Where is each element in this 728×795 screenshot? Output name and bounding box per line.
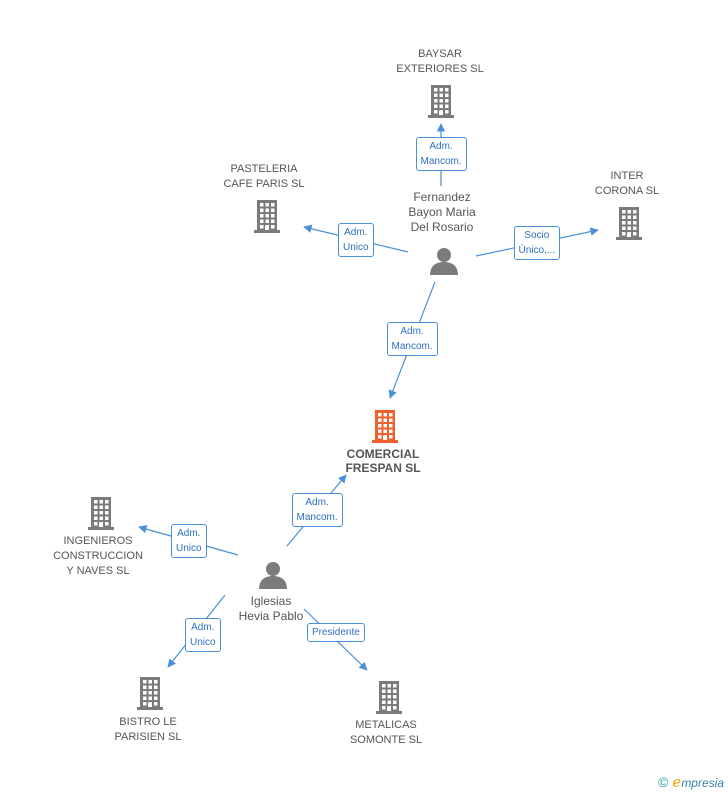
building-icon[interactable] bbox=[369, 408, 401, 449]
edge-label-e8: Presidente bbox=[307, 622, 365, 642]
edge-label-e6: Adm. Unico bbox=[171, 524, 207, 558]
edge-label-e7: Adm. Unico bbox=[185, 618, 221, 652]
edge-label-e4: Adm. Mancom. bbox=[386, 322, 438, 356]
copyright-icon: © bbox=[658, 774, 669, 790]
building-icon[interactable] bbox=[425, 83, 457, 124]
person-label-iglesias[interactable]: Iglesias Hevia Pablo bbox=[238, 594, 304, 623]
edge-label-e3: Socio Único,... bbox=[513, 226, 561, 260]
brand-watermark: © empresia bbox=[658, 773, 724, 791]
edge-label-e2: Adm. Unico bbox=[338, 223, 374, 257]
company-label-comercial[interactable]: COMERCIAL FRESPAN SL bbox=[345, 447, 421, 475]
building-icon[interactable] bbox=[85, 495, 117, 536]
brand-e: e bbox=[672, 773, 682, 791]
company-label-baysar[interactable]: BAYSAR EXTERIORES SL bbox=[396, 48, 484, 75]
company-label-pasteleria[interactable]: PASTELERIA CAFE PARIS SL bbox=[223, 163, 305, 190]
person-icon[interactable] bbox=[429, 246, 459, 281]
company-label-metalicas[interactable]: METALICAS SOMONTE SL bbox=[349, 719, 423, 746]
building-icon[interactable] bbox=[373, 679, 405, 720]
building-icon[interactable] bbox=[251, 198, 283, 239]
company-label-inter[interactable]: INTER CORONA SL bbox=[594, 170, 660, 197]
edge-label-e1: Adm. Mancom. bbox=[415, 137, 467, 171]
person-icon[interactable] bbox=[258, 560, 288, 595]
edge-label-e5: Adm. Mancom. bbox=[291, 493, 343, 527]
brand-name: mpresia bbox=[681, 776, 724, 790]
company-label-bistro[interactable]: BISTRO LE PARISIEN SL bbox=[114, 716, 182, 743]
person-label-fernandez[interactable]: Fernandez Bayon Maria Del Rosario bbox=[408, 189, 476, 234]
building-icon[interactable] bbox=[613, 205, 645, 246]
company-label-ingenieros[interactable]: INGENIEROS CONSTRUCCION Y NAVES SL bbox=[53, 534, 143, 577]
building-icon[interactable] bbox=[134, 675, 166, 716]
